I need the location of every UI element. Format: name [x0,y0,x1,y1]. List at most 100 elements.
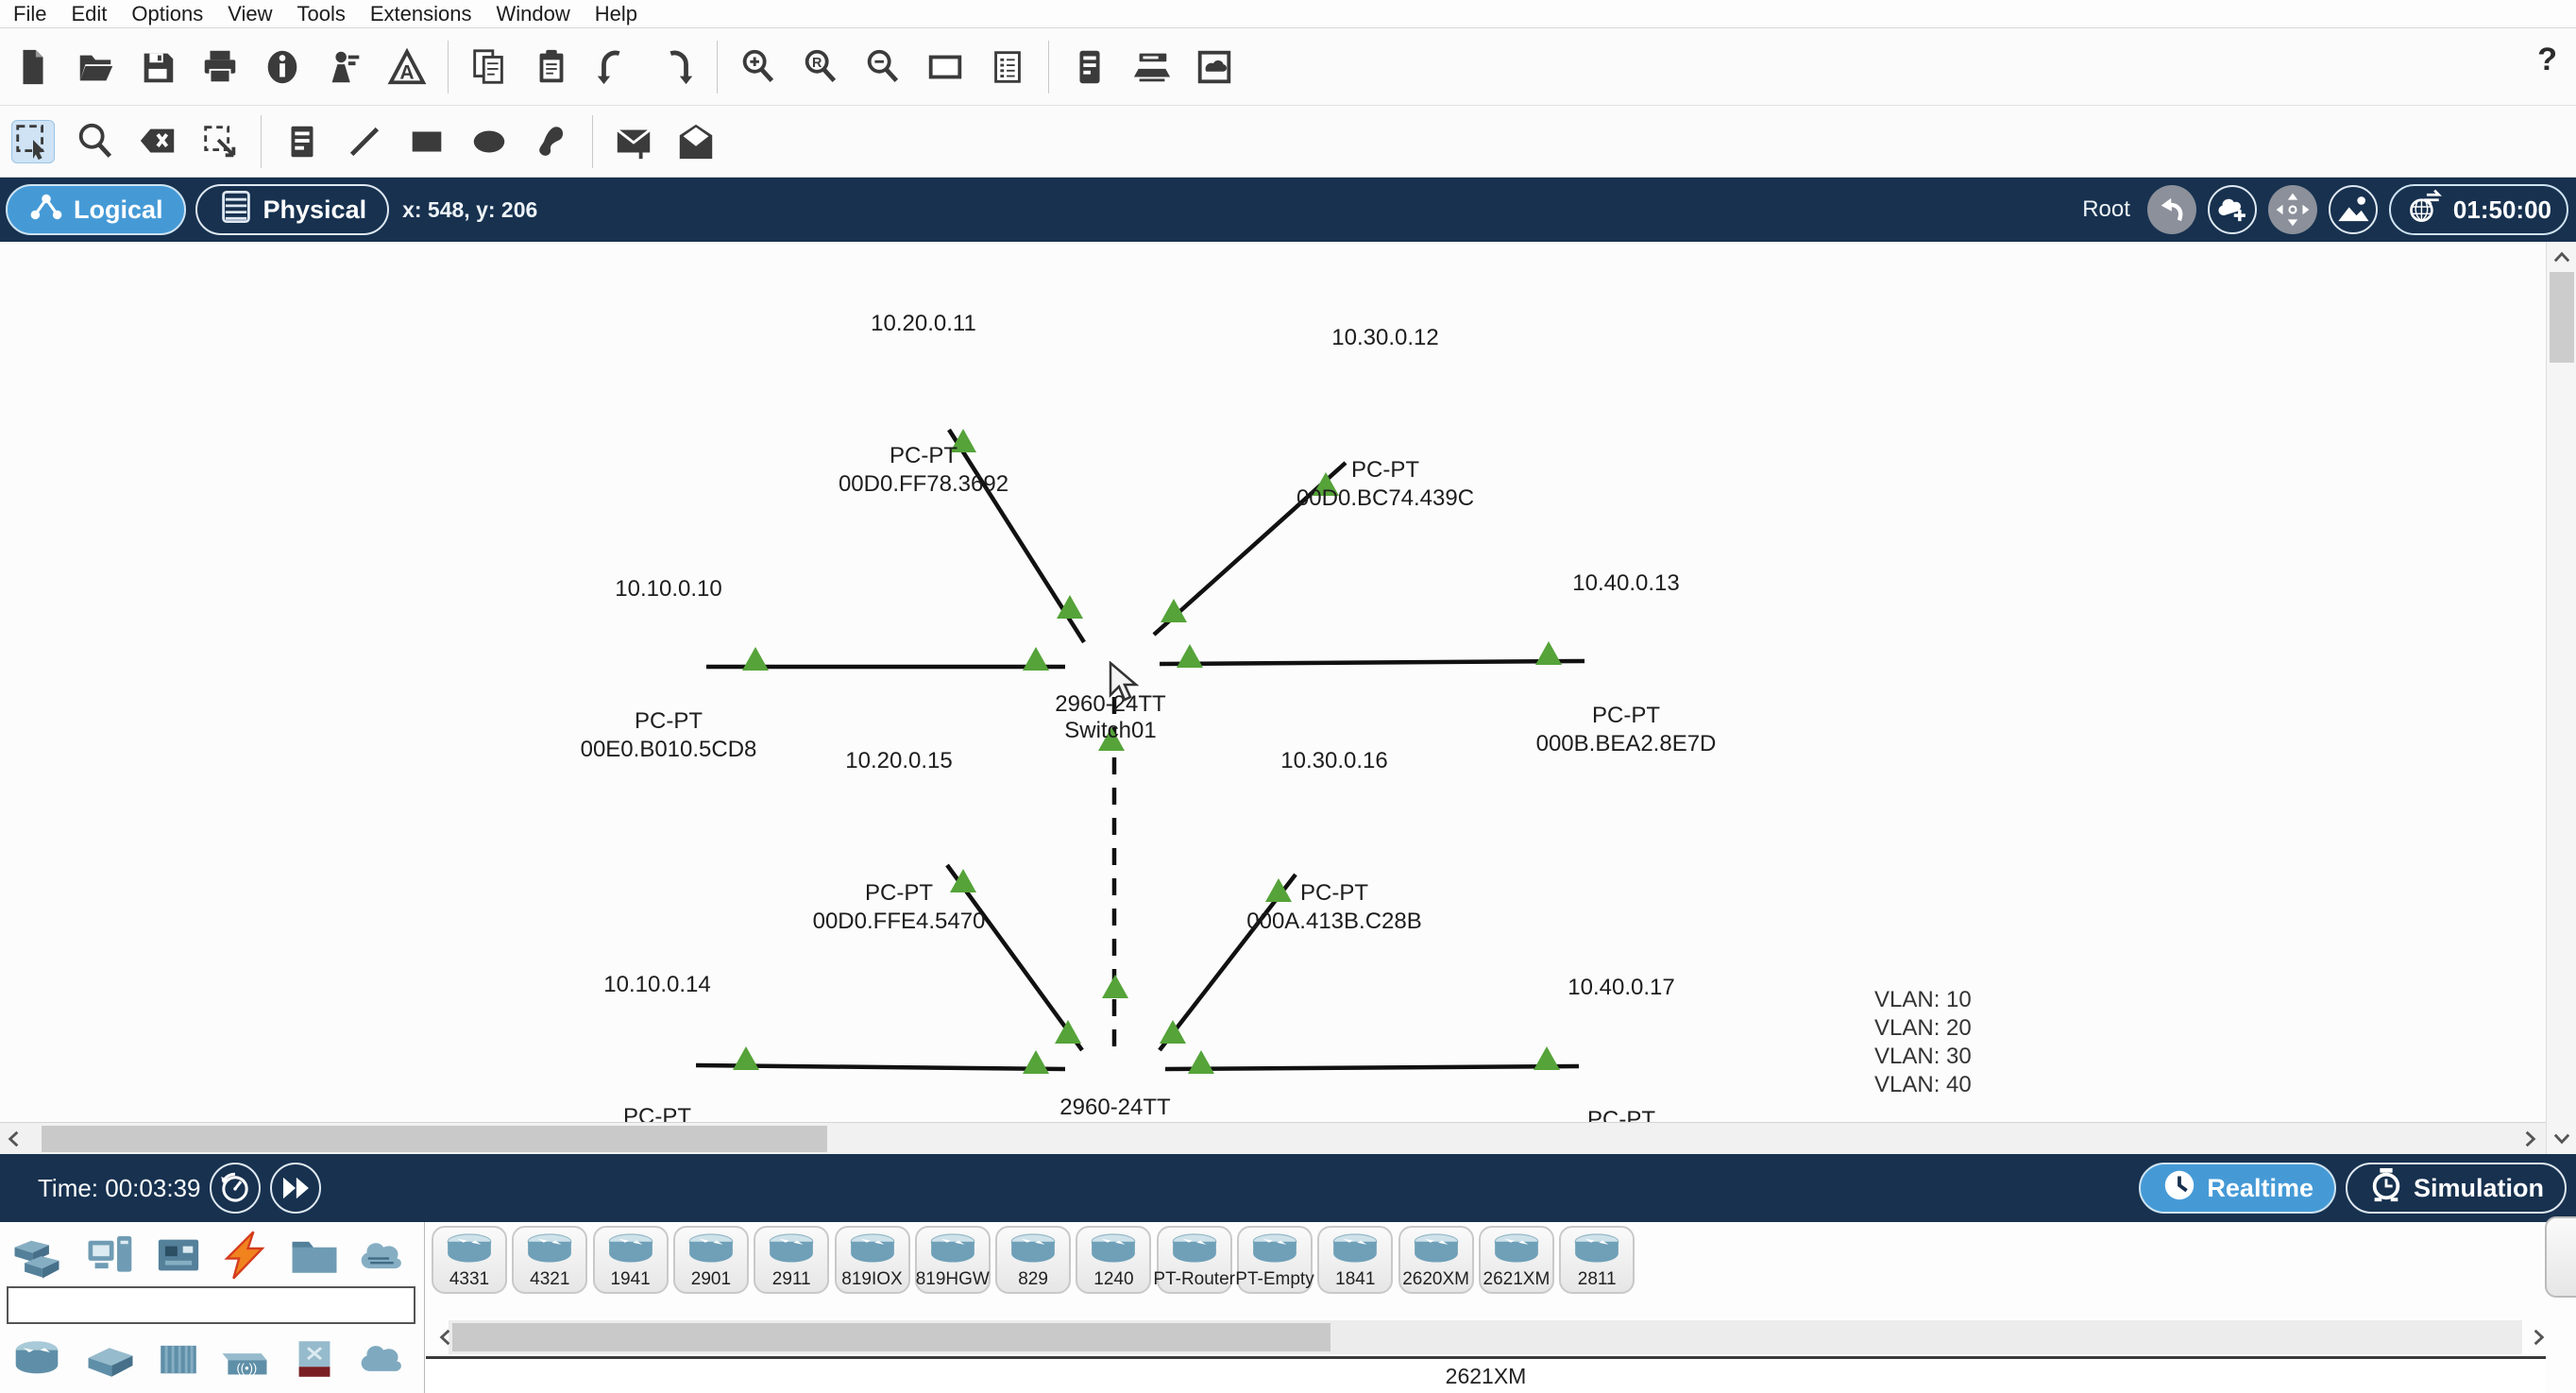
help-icon[interactable]: ? [2537,42,2557,77]
zoom-reset-icon[interactable]: R [799,45,842,89]
device-4331[interactable]: 4331 [432,1226,507,1294]
draw-ellipse-icon[interactable] [467,120,511,163]
draw-freeform-icon[interactable] [530,120,573,163]
palette-overflow-button[interactable] [2545,1216,2576,1298]
menu-help[interactable]: Help [594,1,637,25]
device-scroll-left-arrow[interactable] [433,1325,458,1350]
logical-tab[interactable]: Logical [6,184,186,235]
toolbar-separator [448,40,449,93]
back-button[interactable] [2146,185,2196,234]
power-cycle-button[interactable] [210,1163,262,1214]
device-829[interactable]: 829 [995,1226,1072,1294]
device-scroll-right-arrow[interactable] [2526,1325,2551,1350]
menu-window[interactable]: Window [496,1,570,25]
category-multiuser-icon[interactable] [353,1228,412,1283]
subcategory-hubs-icon[interactable] [149,1332,208,1386]
undo-icon[interactable] [592,45,636,89]
category-network-devices-icon[interactable] [8,1228,66,1283]
v-scroll-thumb[interactable] [2550,272,2574,363]
fast-forward-button[interactable] [270,1163,322,1214]
subcategory-routers-icon[interactable] [8,1332,66,1386]
open-file-icon[interactable] [74,45,117,89]
router-icon [766,1232,817,1269]
subcategory-wireless-icon[interactable]: ((•)) [215,1332,274,1386]
user-profile-icon[interactable] [323,45,366,89]
subcategory-wan-icon[interactable] [353,1332,412,1386]
h-scroll-thumb[interactable] [42,1126,827,1152]
category-components-icon[interactable] [149,1228,208,1283]
zoom-out-icon[interactable] [861,45,905,89]
simulation-tab[interactable]: Simulation [2345,1163,2567,1214]
device-819hgw[interactable]: 819HGW [914,1226,991,1294]
device-pt-empty[interactable]: PT-Empty [1235,1226,1314,1294]
move-object-button[interactable] [2267,185,2317,234]
inspect-tool-icon[interactable] [74,120,117,163]
globe-clock-icon [2406,187,2446,233]
toolbar-separator [592,114,593,168]
scroll-left-arrow[interactable] [2,1127,26,1151]
draw-line-icon[interactable] [343,120,386,163]
draw-rectangle-icon[interactable] [405,120,449,163]
drawing-palette-icon[interactable]: A [385,45,429,89]
custom-devices-icon[interactable] [1130,45,1174,89]
device-819iox[interactable]: 819IOX [834,1226,910,1294]
menu-view[interactable]: View [228,1,273,25]
device-label: 1941 [610,1269,651,1289]
device-scroll-thumb[interactable] [452,1323,1330,1351]
canvas-v-scrollbar[interactable] [2546,242,2576,1154]
copy-icon[interactable] [467,45,511,89]
paste-icon[interactable] [530,45,573,89]
scroll-right-arrow[interactable] [2517,1127,2542,1151]
zoom-in-icon[interactable] [737,45,780,89]
menu-options[interactable]: Options [131,1,204,25]
menu-edit[interactable]: Edit [71,1,108,25]
place-note-icon[interactable] [280,120,324,163]
viewport-icon[interactable] [924,45,967,89]
menu-file[interactable]: File [13,1,47,25]
device-1240[interactable]: 1240 [1076,1226,1152,1294]
node-mac-label: 00D0.FFE4.5470 [812,909,986,934]
new-file-icon[interactable] [11,45,55,89]
device-1941[interactable]: 1941 [592,1226,669,1294]
device-2620xm[interactable]: 2620XM [1398,1226,1474,1294]
node-model-label: 2960-24TT [1059,1095,1171,1120]
redo-icon[interactable] [654,45,698,89]
simulation-label: Simulation [2413,1173,2544,1202]
device-list-scrollbar[interactable] [439,1320,2545,1354]
physical-tab[interactable]: Physical [195,184,390,235]
category-end-devices-icon[interactable] [81,1228,140,1283]
network-description-icon[interactable] [1068,45,1111,89]
add-complex-pdu-icon[interactable] [674,120,718,163]
subcategory-security-icon[interactable] [285,1332,344,1386]
delete-tool-icon[interactable] [136,120,179,163]
scroll-down-arrow[interactable] [2550,1126,2574,1150]
device-1841[interactable]: 1841 [1317,1226,1394,1294]
scroll-up-arrow[interactable] [2550,246,2574,270]
select-tool-icon[interactable] [11,119,55,163]
background-image-icon[interactable] [1193,45,1236,89]
device-2901[interactable]: 2901 [672,1226,749,1294]
canvas-h-scrollbar[interactable] [0,1122,2546,1154]
device-search-input[interactable] [7,1286,415,1324]
activity-wizard-icon[interactable] [261,45,304,89]
set-background-button[interactable] [2328,185,2378,234]
device-2911[interactable]: 2911 [754,1226,830,1294]
viewport-time[interactable]: 01:50:00 [2388,184,2568,235]
print-icon[interactable] [198,45,242,89]
device-2811[interactable]: 2811 [1559,1226,1635,1294]
menu-tools[interactable]: Tools [297,1,346,25]
realtime-tab[interactable]: Realtime [2139,1163,2336,1214]
category-misc-icon[interactable] [285,1228,344,1283]
add-simple-pdu-icon[interactable] [612,120,655,163]
device-2621xm[interactable]: 2621XM [1478,1226,1554,1294]
menu-extensions[interactable]: Extensions [369,1,472,25]
subcategory-switches-icon[interactable] [81,1332,140,1386]
device-pt-router[interactable]: PT-Router [1153,1226,1235,1294]
save-icon[interactable] [136,45,179,89]
resize-tool-icon[interactable] [198,120,242,163]
new-cluster-button[interactable] [2207,185,2257,234]
device-4321[interactable]: 4321 [512,1226,588,1294]
legend-icon[interactable] [986,45,1029,89]
category-connections-icon[interactable] [215,1228,274,1283]
